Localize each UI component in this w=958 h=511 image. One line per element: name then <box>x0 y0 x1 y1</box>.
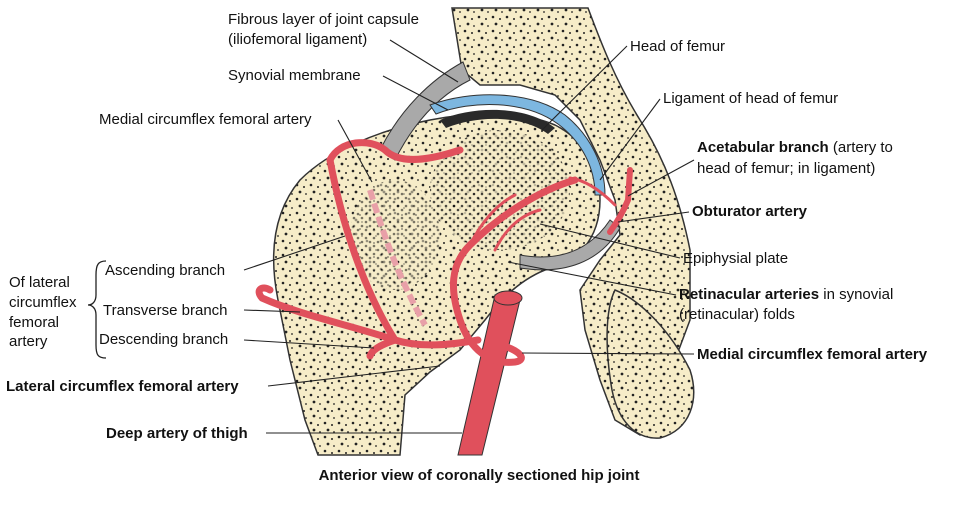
label-retinacular-arteries-sub: (retinacular) folds <box>679 306 795 323</box>
label-lateral-group-1: Of lateral <box>9 274 70 291</box>
ascending-branch-vessel <box>326 156 399 344</box>
label-epiphysial-plate: Epiphysial plate <box>683 250 789 267</box>
label-retinacular-bold: Retinacular arteries <box>679 286 820 303</box>
retinacular-vessel-1 <box>468 193 517 247</box>
obturator-vessel <box>607 167 633 235</box>
label-fibrous-layer: Fibrous layer of joint capsule <box>228 11 419 28</box>
leader-transverse <box>243 309 301 313</box>
medial-circumflex-vessel <box>449 176 579 366</box>
label-retinacular-rest: in synovial <box>819 286 894 303</box>
lateral-group-brace <box>87 260 107 359</box>
descending-branch-vessel <box>366 336 399 360</box>
label-lateral-group-4: artery <box>9 333 48 350</box>
leader-fibrous <box>389 39 459 83</box>
leader-ascending <box>243 235 346 271</box>
articular-cartilage <box>429 94 606 196</box>
synovial-cavity <box>440 109 555 134</box>
retinacular-vessel-2 <box>493 208 542 252</box>
leader-retinacular <box>507 261 677 296</box>
ischium-bone <box>606 289 695 439</box>
medial-circumflex-upper-vessel <box>326 139 464 164</box>
label-lateral-group-2: circumflex <box>9 294 77 311</box>
leader-head <box>541 45 628 131</box>
leader-medial-bottom <box>521 352 695 355</box>
label-lateral-circumflex: Lateral circumflex femoral artery <box>6 378 239 395</box>
figure-caption: Anterior view of coronally sectioned hip… <box>318 467 640 484</box>
label-acetabular-rest: (artery to <box>828 139 893 156</box>
leader-epiphysial <box>539 223 681 259</box>
label-obturator-artery: Obturator artery <box>692 203 808 220</box>
label-acetabular-bold: Acetabular branch <box>697 139 829 156</box>
leader-medial-top <box>337 119 373 183</box>
label-descending-branch: Descending branch <box>99 331 229 348</box>
leader-descending <box>243 339 375 349</box>
deep-artery-cut-end <box>493 290 523 306</box>
label-acetabular-branch-sub: head of femur; in ligament) <box>697 160 876 177</box>
leader-obturator <box>617 211 690 223</box>
acetabular-branch-vessel <box>568 176 617 207</box>
label-medial-circumflex-bottom: Medial circumflex femoral artery <box>697 346 928 363</box>
label-medial-circumflex-top: Medial circumflex femoral artery <box>99 111 312 128</box>
label-acetabular-branch: Acetabular branch (artery to <box>697 138 893 157</box>
transverse-branch-vessel <box>255 284 399 344</box>
leader-acetabular <box>627 159 695 197</box>
label-synovial-membrane: Synovial membrane <box>228 67 361 84</box>
leader-ligament <box>599 98 661 181</box>
label-lateral-group-3: femoral <box>9 314 60 331</box>
label-ascending-branch: Ascending branch <box>105 262 226 279</box>
label-fibrous-layer-sub: (iliofemoral ligament) <box>228 31 368 48</box>
leader-lateral <box>267 365 441 387</box>
label-ligament-of-head: Ligament of head of femur <box>663 90 839 107</box>
leader-synovial <box>382 75 449 111</box>
femoral-head-dense <box>430 130 570 250</box>
label-retinacular-arteries: Retinacular arteries in synovial <box>679 285 893 304</box>
joint-capsule-lower <box>519 219 621 271</box>
label-head-of-femur: Head of femur <box>630 38 726 55</box>
epiphysial-plate-line <box>367 189 428 327</box>
label-transverse-branch: Transverse branch <box>103 302 228 319</box>
label-deep-artery: Deep artery of thigh <box>106 425 248 442</box>
